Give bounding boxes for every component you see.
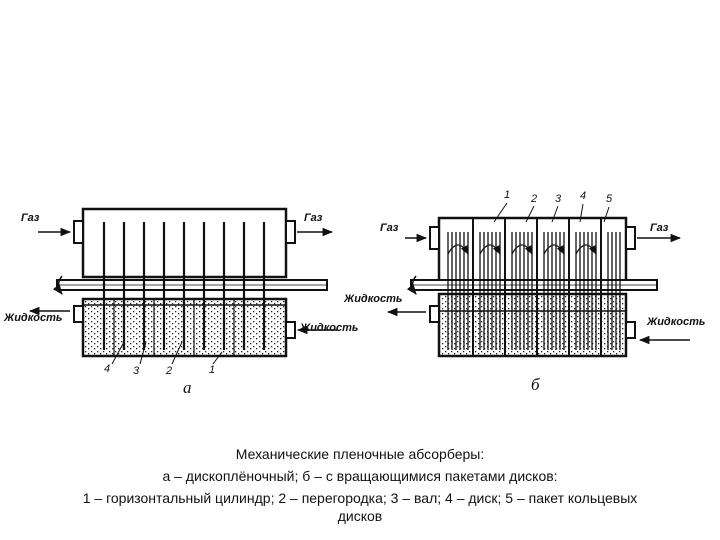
callout-5-b: 5: [606, 193, 613, 205]
gas-out-label-b: Газ: [650, 222, 669, 234]
caption-subtitle: а – дископлёночный; б – с вращающимися п…: [162, 468, 558, 484]
callout-3-a: 3: [133, 365, 140, 377]
liquid-in-label-a: Жидкость: [300, 322, 359, 334]
callout-3-b: 3: [555, 193, 562, 205]
gas-in-label-b: Газ: [380, 222, 399, 234]
callout-2-b: 2: [531, 193, 538, 205]
callout-1-a: 1: [209, 364, 216, 376]
figure-caption: Механические пленочные абсорберы: а – ди…: [20, 443, 700, 527]
callout-1-b: 1: [504, 189, 511, 201]
liquid-in-label-b: Жидкость: [647, 316, 706, 328]
callout-4-b: 4: [580, 190, 587, 202]
figure-letter-b: б: [531, 375, 540, 394]
callout-2-a: 2: [166, 365, 173, 377]
absorber-a: [28, 207, 338, 365]
caption-legend-line1: 1 – горизонтальный цилиндр; 2 – перегоро…: [82, 490, 638, 506]
liquid-out-label-a: Жидкость: [4, 312, 63, 324]
absorber-b: [386, 202, 690, 358]
caption-legend-line2: дисков: [337, 508, 383, 524]
liquid-out-label-b: Жидкость: [344, 293, 403, 305]
gas-in-label-a: Газ: [21, 212, 40, 224]
gas-out-label-a: Газ: [304, 212, 323, 224]
caption-title: Механические пленочные абсорберы:: [235, 446, 485, 462]
figure-letter-a: а: [183, 378, 192, 397]
callout-4-a: 4: [104, 363, 111, 375]
